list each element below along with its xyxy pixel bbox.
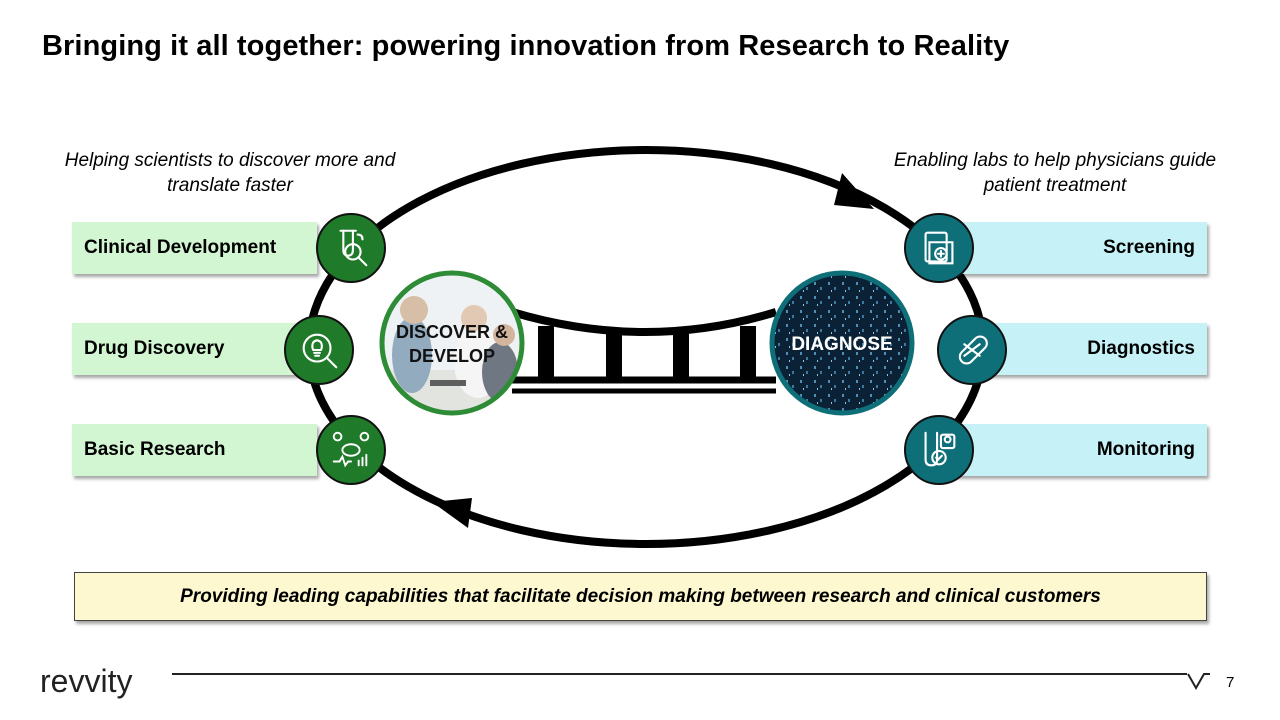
test-tube-magnifier-icon — [316, 213, 386, 283]
footer-mark-icon — [1187, 673, 1210, 691]
label-basic-research: Basic Research — [72, 424, 317, 476]
label-drug-discovery: Drug Discovery — [72, 323, 317, 375]
bridge-pillar — [606, 334, 622, 378]
arrow-top-right — [834, 173, 874, 209]
hub-right-label: DIAGNOSE — [791, 334, 892, 355]
dna-capsule-icon — [937, 315, 1007, 385]
medical-folder-icon — [904, 213, 974, 283]
page-number: 7 — [1226, 674, 1235, 691]
lightbulb-magnifier-icon — [284, 315, 354, 385]
revvity-logo: revvity — [40, 663, 132, 699]
label-clinical-development: Clinical Development — [72, 222, 317, 274]
slide-title: Bringing it all together: powering innov… — [42, 30, 1010, 62]
bridge-pillar — [740, 326, 756, 378]
label-screening: Screening — [950, 222, 1207, 274]
diagnose-hub — [772, 273, 912, 413]
bridge-pillar — [538, 326, 554, 378]
bridge-arch — [510, 308, 778, 336]
hub-left-line2: DEVELOP — [409, 346, 495, 366]
discover-develop-hub — [382, 273, 522, 413]
hub-left-line1: DISCOVER & — [396, 322, 508, 342]
footer-rule — [172, 673, 1187, 675]
research-data-icon — [316, 415, 386, 485]
arrow-bottom-left — [432, 498, 472, 528]
right-caption: Enabling labs to help physicians guide p… — [893, 150, 1217, 196]
bridge-pillar — [673, 334, 689, 378]
logo-text: revvity — [40, 663, 132, 699]
bottom-banner: Providing leading capabilities that faci… — [74, 572, 1207, 621]
label-monitoring: Monitoring — [950, 424, 1207, 476]
left-caption: Helping scientists to discover more and … — [64, 150, 396, 196]
test-tube-patient-icon — [904, 415, 974, 485]
